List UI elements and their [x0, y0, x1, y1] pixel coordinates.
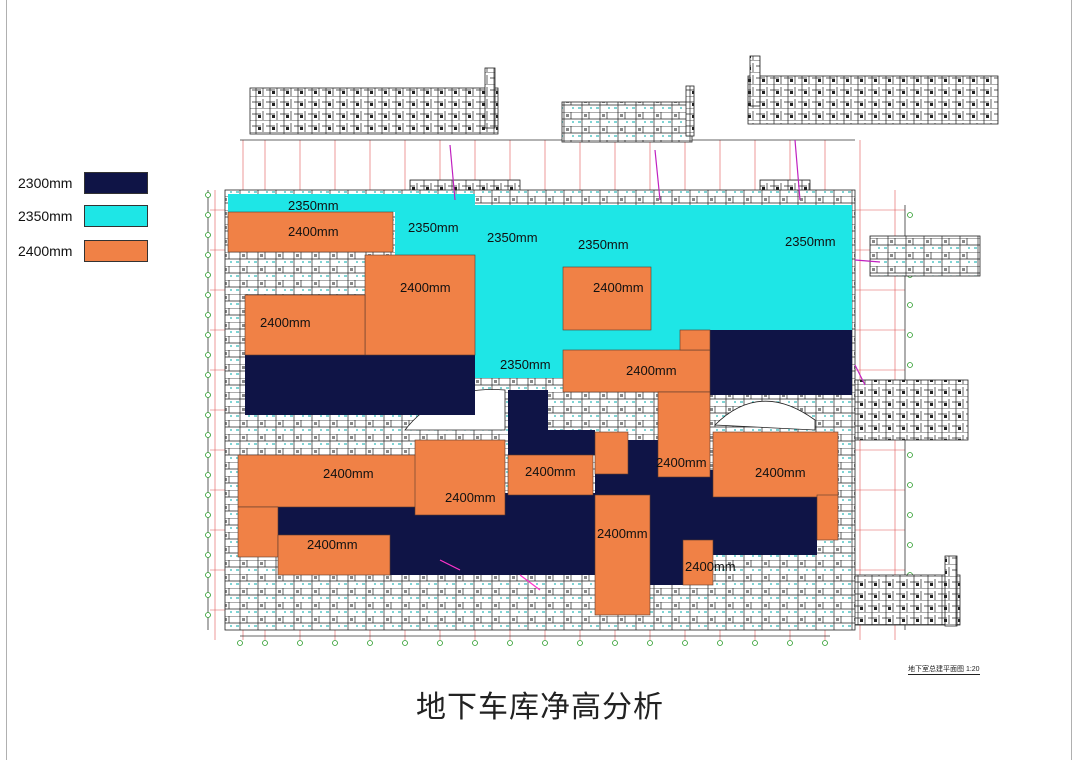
zone-label: 2350mm: [785, 234, 836, 249]
page-title: 地下车库净高分析: [416, 690, 664, 725]
zone-label: 2350mm: [578, 237, 629, 252]
zone-label: 2400mm: [288, 224, 339, 239]
legend-label: 2300mm: [18, 175, 73, 191]
legend-item-2350: 2350mm: [18, 204, 148, 228]
page-frame: [6, 0, 1072, 760]
zone-label: 2400mm: [656, 455, 707, 470]
zone-label: 2400mm: [525, 464, 576, 479]
legend-label: 2400mm: [18, 243, 73, 259]
zone-label: 2400mm: [755, 465, 806, 480]
zone-label: 2350mm: [408, 220, 459, 235]
drawing-scale-note: 地下室总建平面图 1:20: [908, 666, 980, 675]
legend-swatch-orange: [84, 240, 148, 262]
zones-2300: [245, 330, 852, 585]
legend-label: 2350mm: [18, 208, 73, 224]
zone-label: 2400mm: [400, 280, 451, 295]
zones-2350: [228, 194, 852, 378]
zones-2400: [227, 211, 839, 616]
legend-swatch-cyan: [84, 205, 148, 227]
zone-label: 2350mm: [487, 230, 538, 245]
legend-item-2300: 2300mm: [18, 171, 148, 195]
zone-label: 2400mm: [307, 537, 358, 552]
cad-accent-lines: [439, 139, 881, 591]
zone-label: 2350mm: [288, 198, 339, 213]
zone-label: 2400mm: [626, 363, 677, 378]
ramp-curve-right: [714, 400, 816, 431]
legend-swatch-dark-blue: [84, 172, 148, 194]
zone-label: 2400mm: [323, 466, 374, 481]
zone-label: 2350mm: [500, 357, 551, 372]
zone-label: 2400mm: [260, 315, 311, 330]
zone-label: 2400mm: [593, 280, 644, 295]
zone-label: 2400mm: [597, 526, 648, 541]
legend-item-2400: 2400mm: [18, 239, 148, 263]
zone-label: 2400mm: [685, 559, 736, 574]
zone-label: 2400mm: [445, 490, 496, 505]
